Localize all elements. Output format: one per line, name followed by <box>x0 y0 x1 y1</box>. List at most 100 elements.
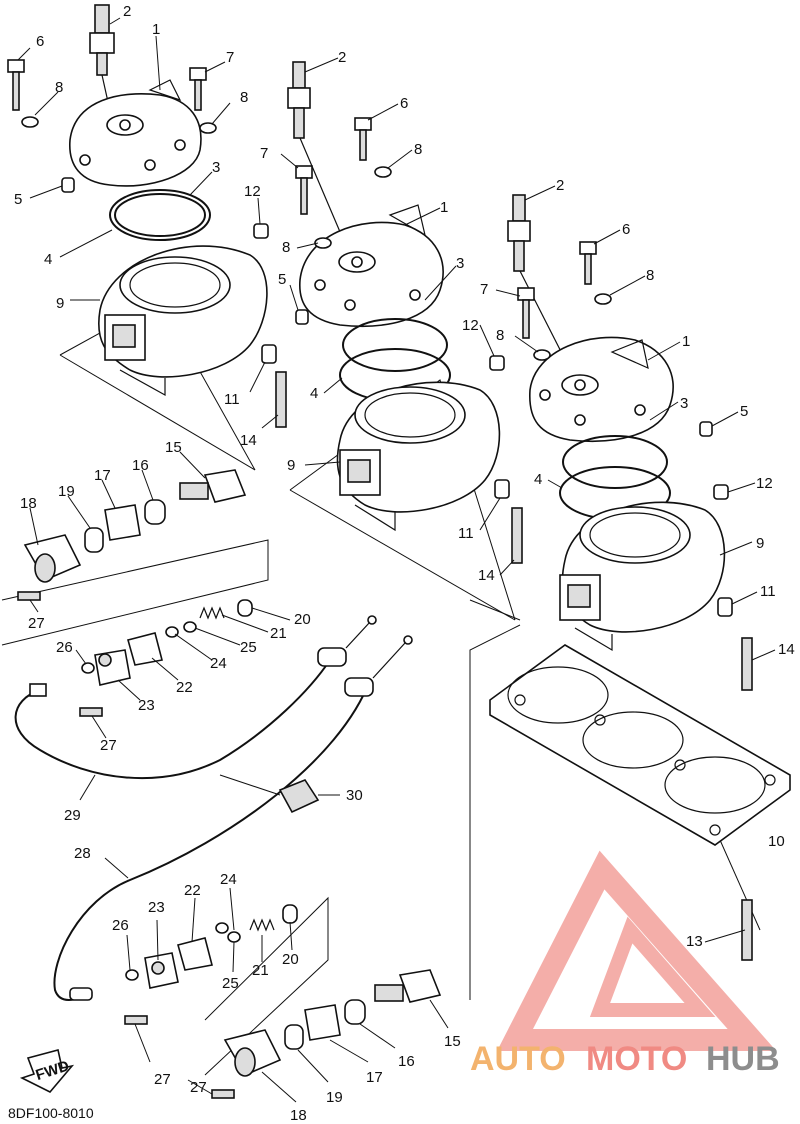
callout-label: 19 <box>58 483 75 500</box>
cylinder-base-gasket-10 <box>489 644 791 846</box>
sleeve-11-c <box>717 597 733 617</box>
callout-label: 20 <box>282 951 299 968</box>
callout-label: 3 <box>456 255 464 272</box>
cable-29 <box>14 659 331 780</box>
callout-label: 13 <box>686 933 703 950</box>
head-bolt-6-a <box>7 59 25 111</box>
callout-label: 16 <box>132 457 149 474</box>
watermark-logo-inner <box>589 916 716 1017</box>
callout-label: 27 <box>154 1071 171 1088</box>
cylinder-block-1 <box>98 245 268 397</box>
head-bolt-7-a <box>189 67 207 111</box>
cylinder-assembly-1 <box>7 4 287 429</box>
callout-label: 6 <box>400 95 408 112</box>
callout-label: 11 <box>760 583 776 600</box>
plate-17-b <box>304 1004 341 1041</box>
callout-label: 1 <box>440 199 448 216</box>
callout-label: 23 <box>148 899 165 916</box>
callout-label: 2 <box>556 177 564 194</box>
fwd-arrow: FWD <box>19 1049 75 1093</box>
callout-label: 2 <box>123 3 131 20</box>
callout-label: 5 <box>14 191 22 208</box>
cylinder-head-2 <box>299 204 444 328</box>
seal-16-b <box>344 999 366 1025</box>
callout-label: 24 <box>220 871 237 888</box>
callout-label: 17 <box>366 1069 383 1086</box>
cable-28 <box>53 679 371 1001</box>
washer-8-b2 <box>314 237 332 249</box>
callout-label: 18 <box>20 495 37 512</box>
head-bolt-7-c <box>517 287 535 339</box>
boot-18-a <box>34 553 56 583</box>
plate-17-a <box>104 504 141 541</box>
head-o-ring-3-b <box>342 318 448 372</box>
valve-actuator-15-b <box>374 969 442 1003</box>
callout-label: 10 <box>768 833 785 850</box>
callout-label: 15 <box>444 1033 461 1050</box>
power-valve-assembly-upper <box>17 451 291 739</box>
sleeve-11-b <box>494 479 510 499</box>
cylinder-head-1 <box>69 79 202 187</box>
callout-label: 5 <box>740 403 748 420</box>
callout-label: 8 <box>282 239 290 256</box>
dowel-5-c <box>699 421 713 437</box>
nut-12-b <box>489 355 505 371</box>
head-o-ring-4-a <box>114 193 206 237</box>
callout-label: 14 <box>478 567 495 584</box>
callout-label: 9 <box>56 295 64 312</box>
cylinder-head-3 <box>529 336 674 443</box>
cylinder-block-3 <box>559 501 726 652</box>
callout-label: 27 <box>190 1079 207 1096</box>
callout-label: 9 <box>287 457 295 474</box>
callout-label: 4 <box>44 251 52 268</box>
callout-label: 24 <box>210 655 227 672</box>
callout-label: 27 <box>100 737 117 754</box>
callout-label: 15 <box>165 439 182 456</box>
callout-label: 25 <box>240 639 257 656</box>
valve-cables <box>14 615 413 1001</box>
callout-label: 23 <box>138 697 155 714</box>
valve-actuator-15-a <box>179 469 247 503</box>
callout-label: 3 <box>680 395 688 412</box>
seal-16-a <box>144 499 166 525</box>
callout-label: 5 <box>278 271 286 288</box>
callout-labels: 6 2 1 7 8 8 3 5 12 4 9 11 14 15 16 17 19… <box>14 3 795 1124</box>
callout-label: 1 <box>152 21 160 38</box>
cable-holder-30 <box>278 779 320 814</box>
callout-label: 19 <box>326 1089 343 1106</box>
cylinder-assembly-3 <box>495 185 776 691</box>
callout-label: 14 <box>778 641 795 658</box>
callout-label: 6 <box>622 221 630 238</box>
sleeve-11-a <box>261 344 277 364</box>
head-bolt-6-c <box>579 241 597 285</box>
washer-8-a1 <box>21 116 39 128</box>
washer-8-c2 <box>533 349 551 361</box>
watermark-logo <box>497 850 777 1051</box>
callout-label: 7 <box>260 145 268 162</box>
screw-27-a <box>17 591 41 601</box>
callout-label: 4 <box>534 471 542 488</box>
spark-plug-3 <box>507 194 579 386</box>
callout-label: 25 <box>222 975 239 992</box>
washer-8-c1 <box>594 293 612 305</box>
callout-label: 12 <box>756 475 773 492</box>
callout-label: 11 <box>458 525 474 542</box>
callout-label: 16 <box>398 1053 415 1070</box>
callout-label: 18 <box>290 1107 307 1124</box>
watermark-text-part2: MOTO <box>586 1040 687 1078</box>
callout-label: 8 <box>496 327 504 344</box>
head-o-ring-3-c <box>562 435 668 489</box>
stud-14-a <box>275 371 287 428</box>
callout-label: 22 <box>176 679 193 696</box>
washer-8-a2 <box>199 122 217 134</box>
callout-label: 29 <box>64 807 81 824</box>
head-bolt-7-b <box>295 165 313 215</box>
dowel-5-a <box>61 177 75 193</box>
callout-label: 22 <box>184 882 201 899</box>
callout-label: 8 <box>240 89 248 106</box>
valve-spring-group-a <box>79 599 253 717</box>
callout-label: 26 <box>56 639 73 656</box>
callout-label: 8 <box>55 79 63 96</box>
dowel-5-b <box>295 309 309 325</box>
